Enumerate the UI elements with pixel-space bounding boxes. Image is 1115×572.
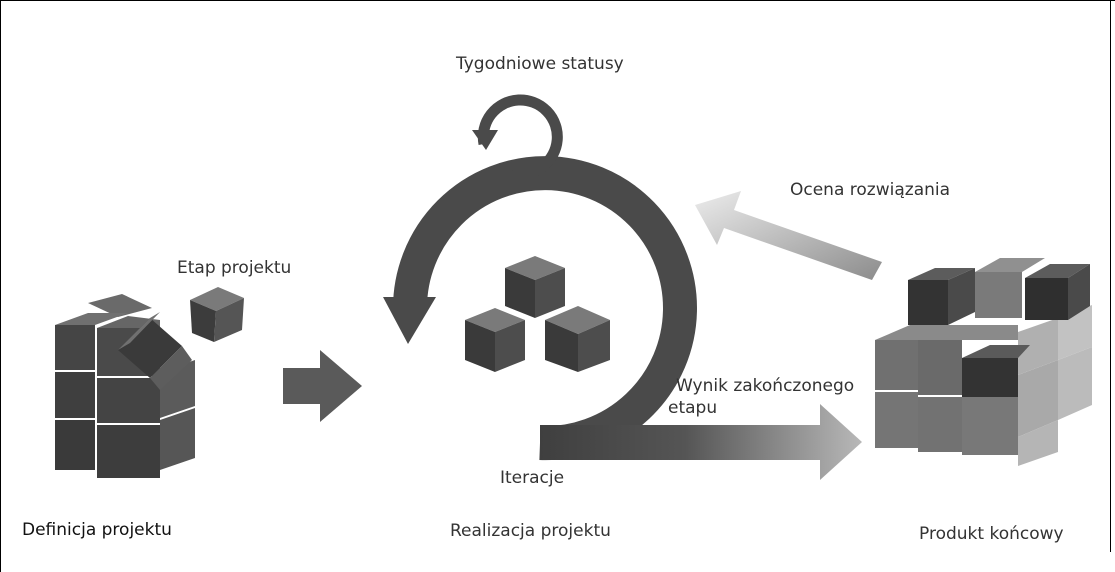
project-realization-label: Realizacja projektu: [450, 521, 611, 541]
final-product-cube-block: [875, 258, 1092, 466]
project-stage-label: Etap projektu: [177, 258, 292, 278]
frame-right-border: [1110, 0, 1111, 552]
weekly-status-label: Tygodniowe statusy: [456, 54, 624, 74]
project-definition-label: Definicja projektu: [22, 520, 172, 540]
arrow-to-realization: [283, 350, 362, 422]
stage-result-label-line2: etapu: [668, 398, 718, 418]
solution-review-arrow: [695, 191, 882, 280]
definition-cube-stack: [55, 287, 244, 478]
iteration-cycle-arrow: [383, 156, 697, 461]
solution-review-label: Ocena rozwiązania: [790, 180, 951, 200]
stage-result-arrow: [540, 404, 862, 480]
weekly-status-loop-icon: [472, 94, 563, 180]
stage-result-label-line1: Wynik zakończonego: [676, 376, 855, 396]
iterations-label: Iteracje: [500, 468, 565, 488]
final-product-label: Produkt końcowy: [919, 524, 1064, 544]
iteration-cubes: [465, 256, 610, 372]
